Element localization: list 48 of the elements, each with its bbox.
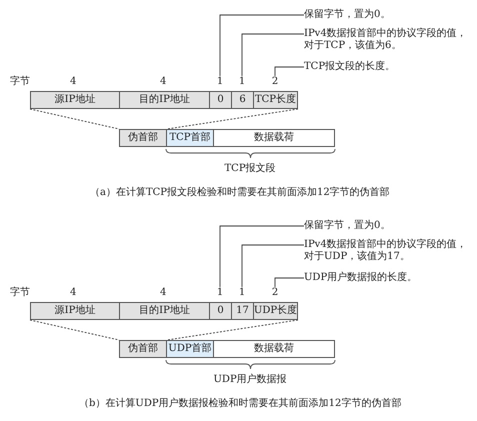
dashed-line — [166, 108, 298, 130]
callout-text: UDP用户数据报的长度。 — [304, 272, 476, 284]
leader-line — [274, 66, 304, 76]
header-field: 0 — [209, 91, 232, 109]
byte-count: 1 — [214, 76, 226, 88]
leader-line — [220, 14, 304, 76]
byte-count: 2 — [269, 76, 281, 88]
figure-caption: （b）在计算UDP用户数据报检验和时需要在其前面添加12字节的伪首部 — [79, 398, 402, 410]
brace-label: UDP用户数据报 — [214, 374, 287, 386]
callout-text: 保留字节，置为0。 — [304, 9, 476, 21]
byte-count: 4 — [160, 287, 166, 299]
header-field: 0 — [209, 302, 232, 320]
header-field: 17 — [231, 302, 254, 320]
leader-line — [274, 278, 304, 288]
header-field: TCP首部 — [166, 129, 214, 147]
byte-count: 1 — [214, 287, 226, 299]
dashed-line — [166, 320, 298, 340]
header-field: 目的IP地址 — [119, 91, 210, 109]
byte-count: 1 — [236, 287, 248, 299]
leader-line — [220, 226, 304, 288]
brace-label: TCP报文段 — [224, 163, 276, 175]
callout-text: 保留字节，置为0。 — [304, 220, 476, 232]
unit-label: 字节 — [10, 76, 30, 88]
dashed-line — [30, 108, 120, 130]
header-field: 目的IP地址 — [119, 302, 210, 320]
header-field: 源IP地址 — [30, 302, 120, 320]
header-field: TCP长度 — [253, 91, 298, 109]
leader-line — [242, 34, 304, 76]
dashed-line — [30, 320, 120, 340]
header-field: 伪首部 — [119, 340, 167, 358]
header-field: UDP首部 — [166, 340, 214, 358]
header-field: 数据载荷 — [213, 129, 335, 147]
callout-text: IPv4数据报首部中的协议字段的值，对于UDP，该值为17。 — [304, 239, 476, 263]
byte-count: 2 — [269, 287, 281, 299]
header-field: 伪首部 — [119, 129, 167, 147]
byte-count: 4 — [70, 76, 76, 88]
header-field: UDP长度 — [253, 302, 298, 320]
unit-label: 字节 — [10, 287, 30, 299]
figure-caption: （a）在计算TCP报文段检验和时需要在其前面添加12字节的伪首部 — [90, 187, 390, 199]
callout-text: IPv4数据报首部中的协议字段的值，对于TCP，该值为6。 — [304, 28, 476, 52]
callout-text: TCP报文段的长度。 — [304, 61, 476, 73]
header-field: 6 — [231, 91, 254, 109]
byte-count: 1 — [236, 76, 248, 88]
header-field: 源IP地址 — [30, 91, 120, 109]
leader-line — [242, 244, 304, 288]
byte-count: 4 — [160, 76, 166, 88]
header-field: 数据载荷 — [213, 340, 335, 358]
byte-count: 4 — [70, 287, 76, 299]
